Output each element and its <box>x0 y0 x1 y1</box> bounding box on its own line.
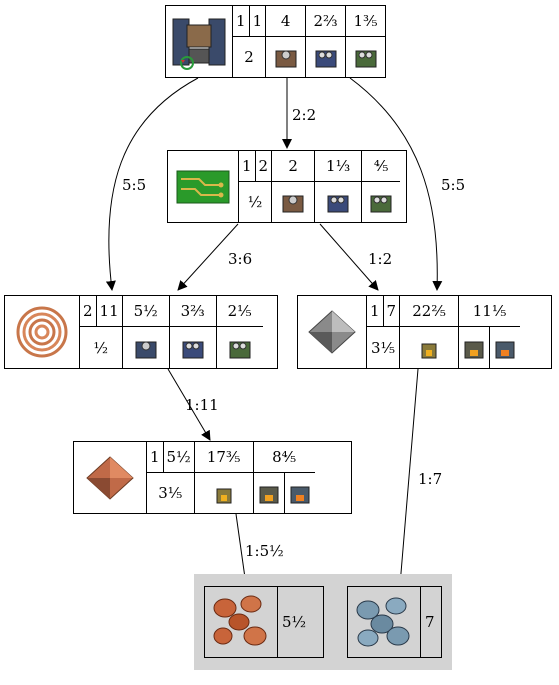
edge-iron-ore <box>395 368 419 586</box>
edge-label: 3:6 <box>228 250 252 268</box>
edge-label: 5:5 <box>441 176 465 194</box>
circuit-val-5: ⅘ <box>361 151 401 183</box>
iron-count: 3⅕ <box>367 326 401 368</box>
circuit-val-2: 2 <box>254 151 273 183</box>
copper-ore-amount: 5½ <box>282 613 307 631</box>
circuit-val-4: 1⅓ <box>314 151 363 183</box>
iron-plate-icon <box>298 296 367 368</box>
circuit-val-1: 1 <box>239 151 256 183</box>
iron-furnace-2-icon <box>458 326 491 368</box>
edge-assembler-cable <box>105 77 199 291</box>
iron-furnace-3-icon <box>489 326 521 368</box>
assembler-machine-2-icon <box>305 36 347 77</box>
copperplate-val-4: 8⅘ <box>252 442 315 474</box>
copperplate-val-3: 17⅗ <box>193 442 254 474</box>
iron-val-4: 11⅕ <box>458 296 521 328</box>
circuit-val-3: 2 <box>271 151 316 183</box>
assembler-machine-3-icon <box>345 36 385 77</box>
cable-val-2: 11 <box>95 296 123 328</box>
circuit-machine-2-icon <box>314 181 363 222</box>
node-copper-cable: 2 11 5½ 3⅔ 2⅕ ½ <box>4 295 278 369</box>
circuit-machine-3-icon <box>361 181 401 222</box>
cable-machine-3-icon <box>215 326 263 368</box>
electronic-circuit-icon <box>168 151 239 222</box>
node-assembling-machine: 1 1 4 2⅔ 1⅗ 2 <box>165 5 386 78</box>
copper-ore-icon <box>205 587 278 657</box>
node-copper-plate: 1 5½ 17⅗ 8⅘ 3⅕ <box>73 441 352 514</box>
edge-copperplate-ore <box>235 513 250 586</box>
cable-machine-1-icon <box>121 326 170 368</box>
assembler-count: 2 <box>233 36 267 77</box>
edge-label: 5:5 <box>122 176 146 194</box>
iron-val-1: 1 <box>367 296 384 328</box>
copperplate-furnace-3-icon <box>283 472 315 513</box>
cable-val-3: 5½ <box>121 296 170 328</box>
edge-label: 1:11 <box>185 396 219 414</box>
edge-label: 1:5½ <box>245 542 284 560</box>
cable-count: ½ <box>80 326 123 368</box>
assembler-val-2: 1 <box>248 6 267 38</box>
assembler-val-3: 4 <box>265 6 307 38</box>
node-iron-ore: 7 <box>347 586 442 658</box>
cable-val-1: 2 <box>80 296 97 328</box>
edge-assembler-iron <box>349 77 443 291</box>
edge-cable-copperplate <box>167 368 211 441</box>
cable-machine-2-icon <box>168 326 217 368</box>
copperplate-count: 3⅕ <box>147 472 195 513</box>
edge-label: 1:7 <box>418 470 442 488</box>
assembler-val-4: 2⅔ <box>305 6 347 38</box>
iron-furnace-1-icon <box>399 326 460 368</box>
iron-ore-icon <box>348 587 421 657</box>
copperplate-val-1: 1 <box>147 442 164 474</box>
circuit-count: ½ <box>239 181 273 222</box>
edge-circuit-iron <box>319 223 379 291</box>
iron-ore-amount: 7 <box>425 613 435 631</box>
node-iron-plate: 1 7 22⅖ 11⅕ 3⅕ <box>297 295 552 369</box>
assembling-machine-icon <box>166 6 234 77</box>
cable-val-4: 3⅔ <box>168 296 217 328</box>
edge-label: 2:2 <box>292 106 316 124</box>
copperplate-val-2: 5½ <box>162 442 195 474</box>
assembler-val-5: 1⅗ <box>345 6 385 38</box>
edge-circuit-cable <box>177 223 239 291</box>
assembler-val-1: 1 <box>233 6 250 38</box>
cable-val-5: 2⅕ <box>215 296 263 328</box>
circuit-machine-1-icon <box>271 181 316 222</box>
node-electronic-circuit: 1 2 2 1⅓ ⅘ ½ <box>167 150 407 223</box>
node-copper-ore: 5½ <box>204 586 324 658</box>
assembler-machine-1-icon <box>265 36 307 77</box>
edge-label: 1:2 <box>368 250 392 268</box>
copper-plate-icon <box>74 442 147 513</box>
copperplate-furnace-2-icon <box>252 472 285 513</box>
copper-cable-icon <box>5 296 80 368</box>
iron-val-3: 22⅖ <box>399 296 460 328</box>
copperplate-furnace-1-icon <box>193 472 254 513</box>
iron-val-2: 7 <box>382 296 401 328</box>
